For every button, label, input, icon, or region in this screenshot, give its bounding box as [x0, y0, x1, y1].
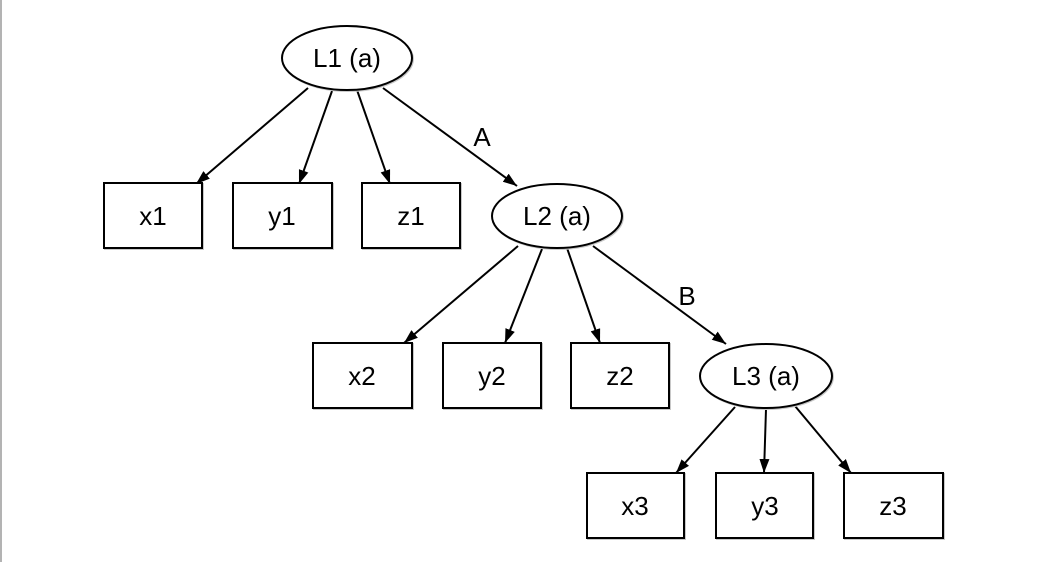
edge-label-a: A: [473, 122, 491, 152]
node-z3: z3: [843, 472, 944, 539]
x3-box: [586, 472, 685, 539]
edge-l1-z1: [356, 89, 391, 185]
node-y3: y3: [715, 472, 814, 539]
z1-label: z1: [397, 201, 424, 231]
l2-ellipse: [491, 183, 623, 249]
node-y1: y1: [232, 182, 333, 249]
node-l2: L2 (a): [491, 183, 623, 249]
y2-box: [442, 342, 542, 409]
x3-label: x3: [621, 491, 648, 521]
l3-ellipse: [699, 343, 833, 409]
z3-box: [843, 472, 944, 539]
l1-label: L1 (a): [313, 43, 381, 73]
z2-label: z2: [606, 361, 633, 391]
node-l3: L3 (a): [699, 343, 833, 409]
x2-box: [312, 342, 413, 409]
z2-box: [570, 342, 670, 409]
l3-label: L3 (a): [732, 361, 800, 391]
node-y2: y2: [442, 342, 542, 409]
edge-l2-x2: [403, 245, 519, 344]
l2-label: L2 (a): [523, 201, 591, 231]
y2-label: y2: [478, 361, 505, 391]
edge-l1-y1: [298, 90, 333, 185]
y3-label: y3: [751, 491, 778, 521]
edge-l2-z2: [566, 247, 601, 344]
node-x2: x2: [312, 342, 413, 409]
z3-label: z3: [879, 491, 906, 521]
edges-layer: A B: [195, 87, 852, 474]
edge-l3-y3: [759, 408, 770, 474]
y3-box: [715, 472, 814, 539]
edge-l1-l2: [382, 87, 518, 187]
left-edge-divider: [0, 0, 2, 562]
node-z2: z2: [570, 342, 670, 409]
l1-ellipse: [281, 25, 413, 91]
z1-box: [361, 182, 461, 249]
edge-l2-l3: [592, 245, 727, 345]
y1-label: y1: [268, 201, 295, 231]
x2-label: x2: [348, 361, 375, 391]
node-l1: L1 (a): [281, 25, 413, 91]
edge-l3-z3: [794, 405, 852, 474]
edge-l2-y2: [504, 248, 543, 344]
node-x1: x1: [103, 182, 203, 249]
node-z1: z1: [361, 182, 461, 249]
edge-l3-x3: [675, 406, 736, 474]
nodes-layer: L1 (a) x1 y1 z1 L2 (a) x2: [103, 25, 944, 539]
x1-box: [103, 182, 203, 249]
edge-l1-x1: [195, 87, 309, 185]
node-x3: x3: [586, 472, 685, 539]
x1-label: x1: [139, 201, 166, 231]
edge-label-b: B: [678, 281, 695, 311]
y1-box: [232, 182, 333, 249]
